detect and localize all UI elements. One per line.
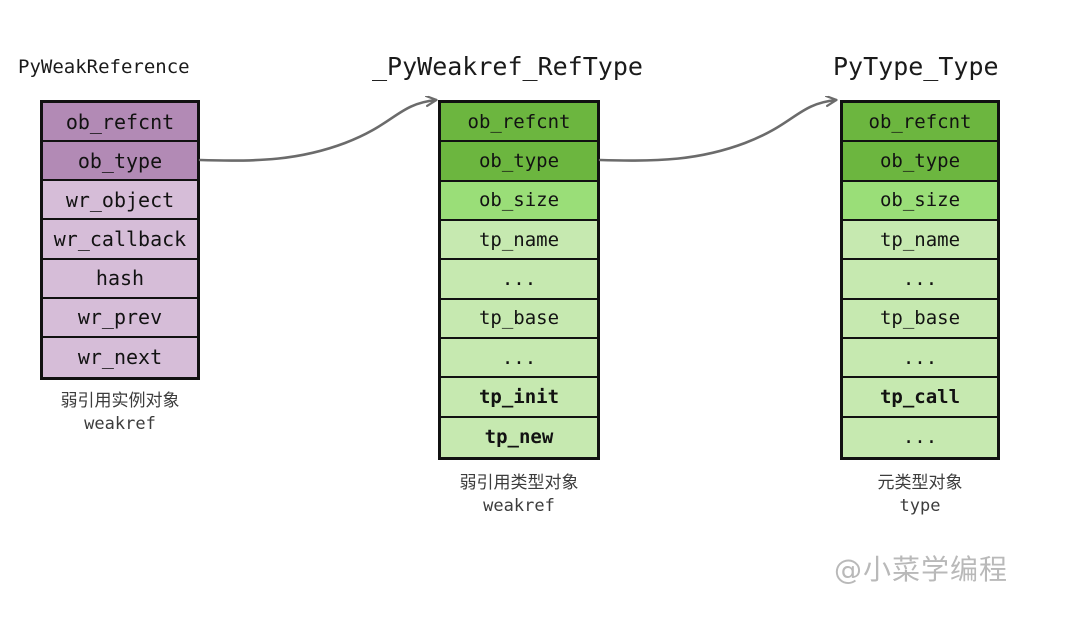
struct-field-pytype-type-dotsdotsdots: ... (843, 260, 997, 300)
struct-title-pytype-type: PyType_Type (833, 52, 999, 81)
struct-field-pyweakref-reftype-ob_refcnt: ob_refcnt (441, 103, 597, 143)
struct-field-pyweakreference-ob_refcnt: ob_refcnt (43, 103, 197, 143)
struct-field-pyweakref-reftype-tp_init: tp_init (441, 378, 597, 418)
struct-title-pyweakref-reftype: _PyWeakref_RefType (372, 52, 643, 81)
struct-field-pytype-type-dotsdotsdots: ... (843, 417, 997, 457)
struct-field-pyweakreference-hash: hash (43, 259, 197, 299)
caption-en-pyweakref-reftype: weakref (483, 495, 555, 516)
caption-cn-pyweakreference: 弱引用实例对象 (60, 391, 180, 411)
struct-field-pyweakreference-wr_object: wr_object (43, 181, 197, 221)
struct-field-pyweakref-reftype-tp_new: tp_new (441, 417, 597, 457)
struct-field-pyweakref-reftype-dotsdotsdots: ... (441, 338, 597, 379)
struct-field-pytype-type-ob_type: ob_type (843, 142, 997, 182)
struct-field-pyweakref-reftype-ob_size: ob_size (441, 181, 597, 221)
struct-title-pyweakreference: PyWeakReference (18, 56, 190, 78)
struct-field-pyweakref-reftype-ob_type: ob_type (441, 142, 597, 182)
struct-field-pyweakref-reftype-tp_name: tp_name (441, 220, 597, 261)
caption-en-pytype-type: type (899, 495, 941, 516)
struct-field-pyweakreference-wr_callback: wr_callback (43, 220, 197, 260)
struct-field-pytype-type-tp_base: tp_base (843, 299, 997, 339)
struct-field-pytype-type-ob_size: ob_size (843, 181, 997, 221)
struct-field-pyweakreference-wr_prev: wr_prev (43, 298, 197, 338)
caption-en-pyweakreference: weakref (84, 413, 156, 434)
struct-caption-pytype-type: 元类型对象 type (830, 472, 1010, 518)
watermark: @小菜学编程 (833, 553, 1008, 586)
struct-field-pyweakref-reftype-tp_base: tp_base (441, 299, 597, 339)
struct-field-pyweakreference-ob_type: ob_type (43, 142, 197, 182)
struct-field-pytype-type-ob_refcnt: ob_refcnt (843, 103, 997, 143)
struct-field-pytype-type-tp_name: tp_name (843, 220, 997, 261)
caption-cn-pyweakref-reftype: 弱引用类型对象 (459, 473, 579, 493)
struct-field-pyweakreference-wr_next: wr_next (43, 337, 197, 377)
struct-caption-pyweakreference: 弱引用实例对象 weakref (40, 390, 200, 436)
arrow-weakref-obtype-to-reftype (198, 100, 436, 162)
struct-field-pytype-type-tp_call: tp_call (843, 378, 997, 418)
struct-field-pyweakref-reftype-dotsdotsdots: ... (441, 260, 597, 300)
struct-caption-pyweakref-reftype: 弱引用类型对象 weakref (429, 472, 609, 518)
struct-field-pytype-type-dotsdotsdots: ... (843, 338, 997, 379)
arrow-reftype-obtype-to-pytype (598, 100, 836, 162)
caption-cn-pytype-type: 元类型对象 (877, 473, 963, 493)
